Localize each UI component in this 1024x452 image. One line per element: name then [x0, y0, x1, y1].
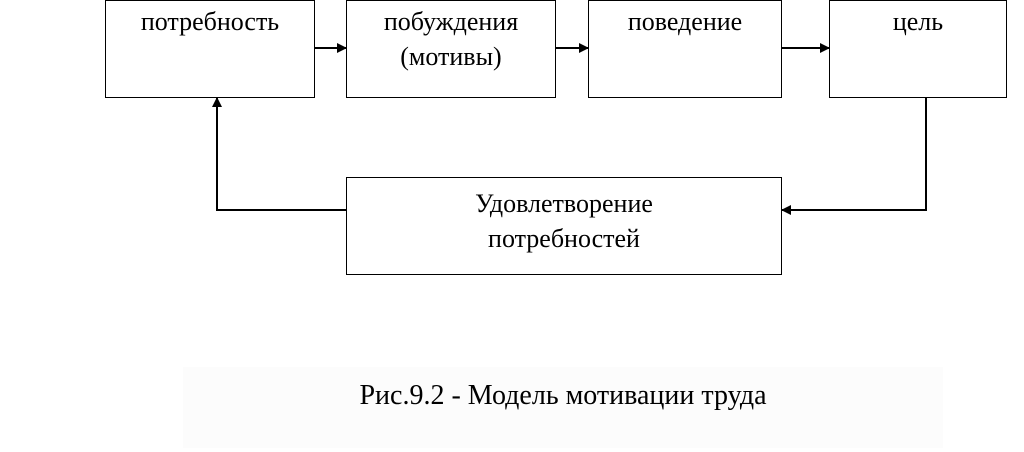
- arrow-goal-to-satisfaction: [781, 97, 927, 215]
- arrow-satisfaction-to-need: [212, 97, 346, 211]
- node-need: потребность: [105, 0, 315, 98]
- node-satisfaction-label-2: потребностей: [488, 224, 640, 253]
- node-motives-label-2: (мотивы): [400, 42, 502, 71]
- node-goal: цель: [829, 0, 1007, 98]
- node-goal-label: цель: [892, 7, 944, 36]
- caption-background: [183, 367, 943, 448]
- figure-caption: Рис.9.2 - Модель мотивации труда: [359, 380, 767, 411]
- node-satisfaction-label-1: Удовлетворение: [475, 189, 653, 218]
- node-motives: побуждения (мотивы): [346, 0, 556, 98]
- node-behavior: поведение: [588, 0, 782, 98]
- node-need-label: потребность: [140, 7, 280, 36]
- node-satisfaction: Удовлетворение потребностей: [346, 177, 782, 275]
- node-behavior-label: поведение: [627, 7, 743, 36]
- node-motives-label-1: побуждения: [383, 7, 519, 36]
